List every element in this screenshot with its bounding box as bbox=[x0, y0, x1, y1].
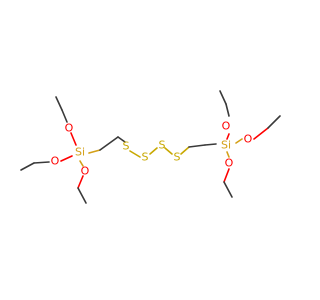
atom-o6: O bbox=[225, 157, 234, 170]
bond-o3-c5 bbox=[77, 175, 84, 189]
bond-si1-o3 bbox=[79, 160, 84, 167]
atom-o3: O bbox=[81, 165, 90, 178]
bond-si1-c7 bbox=[88, 149, 101, 154]
bond-c7-c8 bbox=[99, 136, 119, 151]
bond-c2-o1 bbox=[61, 109, 68, 123]
atom-s4: S bbox=[174, 151, 181, 164]
bond-s1-s2 bbox=[129, 150, 141, 158]
atom-s1: S bbox=[123, 140, 130, 153]
atom-o2: O bbox=[51, 155, 60, 168]
bond-c12-o4 bbox=[225, 103, 230, 117]
atom-si2: Si bbox=[221, 139, 231, 152]
bond-si2-o5 bbox=[235, 138, 243, 144]
bond-o2-si1 bbox=[60, 155, 73, 162]
atom-s2: S bbox=[142, 151, 149, 164]
bond-s4-c9 bbox=[180, 146, 190, 155]
bond-s2-s3 bbox=[149, 147, 158, 155]
bond-c5-c6 bbox=[77, 187, 87, 204]
bond-si2-o6 bbox=[226, 151, 230, 158]
bond-c4-o2 bbox=[33, 161, 50, 164]
bond-o5-c13 bbox=[253, 127, 269, 140]
molecule-structure: O O Si O S S S S O Si O O bbox=[20, 90, 281, 204]
bond-c13-c14 bbox=[267, 115, 281, 129]
atom-s3: S bbox=[159, 139, 166, 152]
bond-s3-s4 bbox=[164, 147, 173, 155]
bond-c10-si2 bbox=[204, 143, 217, 146]
bond-c9-c10 bbox=[188, 144, 206, 148]
bond-o6-c15 bbox=[223, 168, 230, 183]
atom-o1: O bbox=[65, 122, 74, 135]
bond-c8-s1 bbox=[117, 136, 126, 143]
bond-o4-si2 bbox=[226, 133, 230, 140]
atom-o5: O bbox=[244, 133, 253, 146]
bond-c15-c16 bbox=[223, 181, 233, 198]
bond-c11-c12 bbox=[219, 90, 227, 105]
bond-c1-c2 bbox=[55, 96, 63, 111]
bond-c3-c4 bbox=[20, 162, 35, 171]
atom-si1: Si bbox=[75, 146, 85, 159]
atom-o4: O bbox=[222, 120, 231, 133]
bond-o1-si1 bbox=[70, 132, 77, 146]
